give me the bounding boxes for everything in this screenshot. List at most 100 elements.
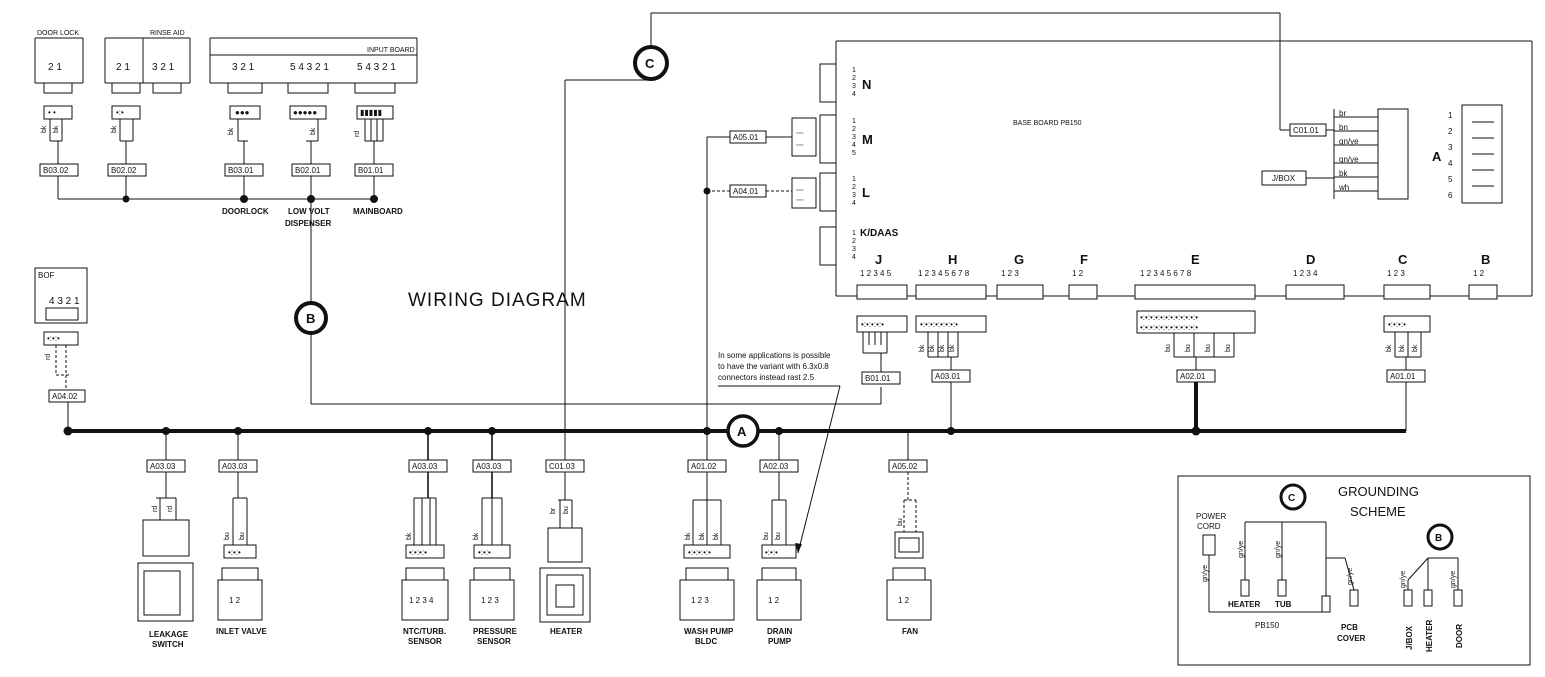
connector-e-wire-1: bu [1165, 344, 1172, 352]
connector-b-pins: 1 2 [1473, 269, 1485, 278]
ground-terminal-door: DOOR [1455, 624, 1464, 648]
svg-text:◦◦◦: ◦◦◦ [796, 142, 803, 149]
leakage-switch-wire-1: rd [152, 506, 159, 512]
connector-j-name: J [875, 252, 882, 267]
svg-text:▮▮▮▮▮: ▮▮▮▮▮ [360, 108, 382, 117]
bof-module: BOF 4 3 2 1 •:•:• rd A04.02 [34, 267, 88, 431]
note-line-3: connectors instead rast 2.5 [718, 373, 815, 382]
connector-m-label: M [862, 132, 873, 147]
svg-text:2: 2 [852, 238, 856, 245]
connector-b-name: B [1481, 252, 1490, 267]
svg-text:•:•:•:•: •:•:•:• [1388, 320, 1406, 329]
input-board-label-2: B02.01 [295, 166, 321, 175]
ground-terminal-jbox: J/BOX [1405, 625, 1414, 650]
svg-text:•:•:•:•:•:•:•:•:•:•:•:•: •:•:•:•:•:•:•:•:•:•:•:• [1140, 323, 1198, 332]
door-lock-wire-2: bk [53, 125, 60, 133]
door-lock-wire-1: bk [41, 125, 48, 133]
grounding-marker-c: C [1288, 493, 1295, 504]
fan-label: A05.02 [892, 462, 918, 471]
ground-terminal-heater-b: HEATER [1425, 619, 1434, 652]
svg-text:•:•:•: •:•:• [478, 548, 491, 557]
rinse-aid-pins-right: 3 2 1 [152, 62, 175, 73]
ground-wire-door: gn/ye [1450, 571, 1457, 588]
inlet-valve-wire-2: bu [239, 532, 246, 540]
connector-c-pins: 1 2 3 [1387, 269, 1405, 278]
connector-c-wire-2: bk [1399, 344, 1406, 352]
drain-pump-name-1: DRAIN [767, 627, 793, 636]
junction-mainboard: MAINBOARD [353, 207, 403, 216]
connector-g-name: G [1014, 252, 1024, 267]
connector-a-name: A [1432, 149, 1442, 164]
connector-a-wire-6: wh [1338, 183, 1349, 192]
marker-b-label: B [306, 311, 315, 326]
connector-c-wire-1: bk [1386, 344, 1393, 352]
inlet-valve-name: INLET VALVE [216, 627, 267, 636]
connector-c-label: A01.01 [1390, 372, 1416, 381]
ground-wire-jbox: gn/ye [1400, 571, 1407, 588]
side-label-a0501: A05.01 [733, 133, 759, 142]
wash-pump-wire-2: bk [699, 532, 706, 540]
junction-dispenser: DISPENSER [285, 219, 331, 228]
input-board-wire-3: rd [354, 131, 361, 137]
input-board-wire-1: bk [228, 127, 235, 135]
component-heater: C01.03 br bu HEATER [539, 459, 591, 636]
input-board-wire-2: bk [310, 127, 317, 135]
ground-wire-tub: gn/ye [1275, 541, 1282, 558]
svg-text:◦◦◦: ◦◦◦ [796, 187, 803, 194]
wash-pump-name-1: WASH PUMP [684, 627, 734, 636]
input-board-label-1: B03.01 [228, 166, 254, 175]
connector-a-label-c0101: C01.01 [1293, 126, 1319, 135]
pcb-cover-label-2: COVER [1337, 634, 1366, 643]
svg-text:5: 5 [852, 150, 856, 157]
input-board-module: INPUT BOARD 3 2 1 5 4 3 2 1 5 4 3 2 1 ●●… [209, 37, 418, 228]
connector-e-wire-3: bu [1205, 344, 1212, 352]
wash-pump-name-2: BLDC [695, 637, 717, 646]
pressure-sensor-pins: 1 2 3 [481, 596, 499, 605]
ground-wire-pcb: gn/ye [1347, 568, 1354, 585]
connector-l-label: L [862, 185, 870, 200]
svg-text:4: 4 [852, 142, 856, 149]
component-leakage-switch: A03.03 rd rd LEAKAGE SWITCH [137, 431, 194, 649]
drain-pump-name-2: PUMP [768, 637, 792, 646]
input-board-pins-3: 5 4 3 2 1 [357, 62, 396, 73]
input-board-title: INPUT BOARD [367, 47, 415, 54]
inlet-valve-pins: 1 2 [229, 596, 241, 605]
heater-wire-2: bu [563, 506, 570, 514]
connector-j-pins: 1 2 3 4 5 [860, 269, 892, 278]
door-lock-label: B03.02 [43, 166, 69, 175]
svg-text:●●●: ●●● [235, 108, 250, 117]
connector-h-wire-2: bk [929, 344, 936, 352]
connector-n-label: N [862, 77, 871, 92]
connector-h-pins: 1 2 3 4 5 6 7 8 [918, 269, 970, 278]
svg-text:3: 3 [852, 192, 856, 199]
svg-text:3: 3 [852, 246, 856, 253]
drain-pump-wire-1: bu [763, 532, 770, 540]
marker-c: C [633, 45, 669, 81]
svg-text:2: 2 [852, 75, 856, 82]
door-lock-pins: 2 1 [48, 62, 62, 73]
svg-text:•:•:•: •:•:• [47, 334, 60, 343]
grounding-title-2: SCHEME [1350, 504, 1406, 519]
component-drain-pump: A02.03 bu bu •:•:• 1 2 DRAIN PUMP [756, 431, 802, 646]
svg-text:3: 3 [852, 83, 856, 90]
junction-doorlock: DOORLOCK [222, 207, 269, 216]
ntc-sensor-label: A03.03 [412, 462, 438, 471]
connector-g-pins: 1 2 3 [1001, 269, 1019, 278]
bof-label: A04.02 [52, 392, 78, 401]
svg-text:• •: • • [48, 108, 56, 117]
leakage-switch-name-1: LEAKAGE [149, 630, 189, 639]
svg-text:4: 4 [1448, 159, 1453, 168]
power-cord-label-2: CORD [1197, 522, 1221, 531]
connector-h-label: A03.01 [935, 372, 961, 381]
note-line-2: to have the variant with 6.3x0.8 [718, 362, 829, 371]
bof-wire-1: rd [45, 354, 52, 360]
ground-wire-power: gn/ye [1202, 565, 1209, 582]
fan-pins: 1 2 [898, 596, 910, 605]
door-lock-module: DOOR LOCK 2 1 • • bk bk B03.02 [34, 30, 84, 199]
component-ntc-sensor: A03.03 bk •:•:•:• 1 2 3 4 NTC/TURB. SENS… [401, 431, 449, 646]
leakage-switch-name-2: SWITCH [152, 640, 184, 649]
ground-board-label: PB150 [1255, 621, 1280, 630]
component-inlet-valve: A03.03 bu bu •:•:• 1 2 INLET VALVE [216, 431, 267, 636]
